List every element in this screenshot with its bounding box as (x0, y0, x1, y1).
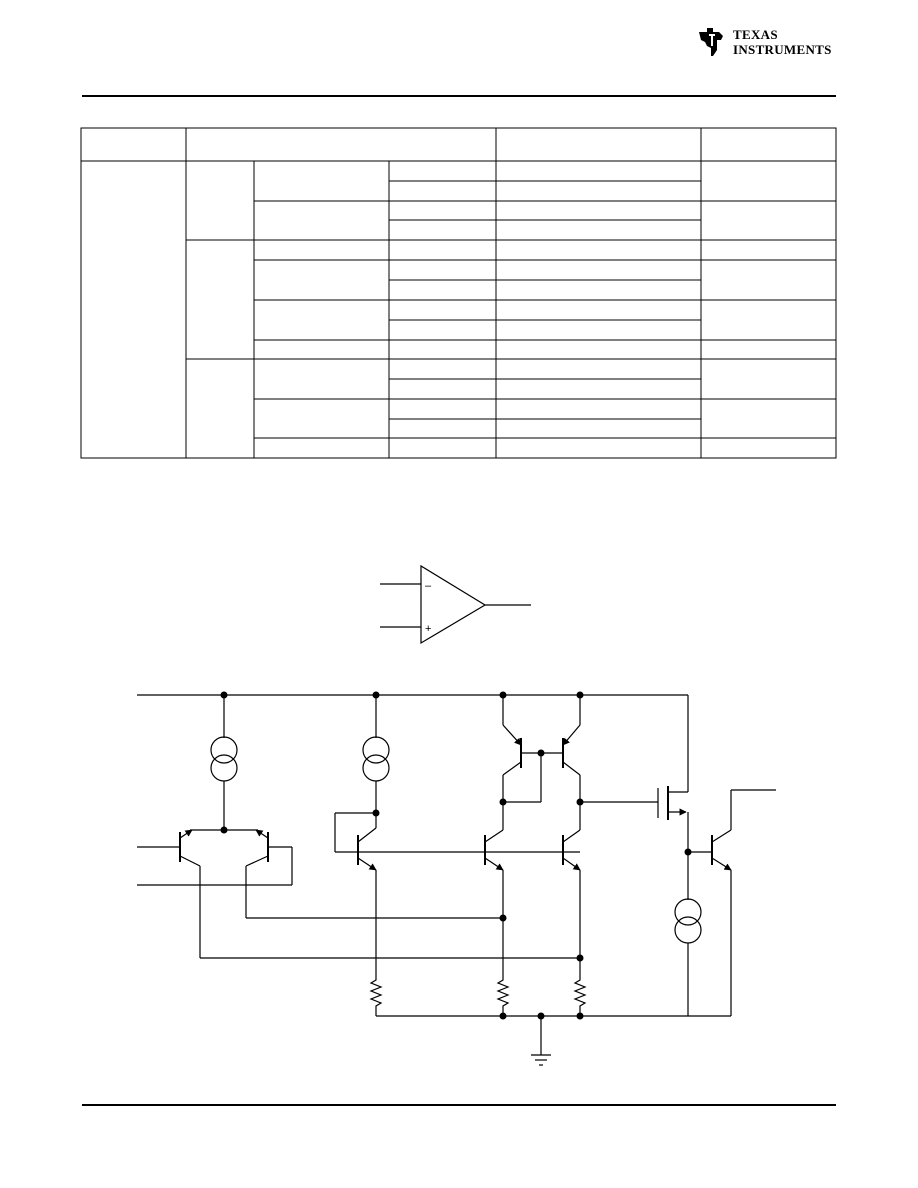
current-source-1-icon (210, 736, 238, 764)
ti-wordmark: TEXAS INSTRUMENTS (733, 27, 832, 57)
resistor-2 (496, 978, 510, 1016)
header-rule (82, 95, 836, 97)
ti-logo-icon (699, 28, 723, 56)
opamp-plus-label: + (425, 623, 431, 635)
current-source-3-icon (674, 898, 702, 926)
resistor-1 (369, 978, 383, 1016)
resistor-3 (573, 978, 587, 1016)
table-border (80, 127, 837, 459)
opamp-symbol: – + (380, 564, 531, 645)
ti-logo: TEXAS INSTRUMENTS (697, 24, 839, 60)
logo-line1: TEXAS (733, 27, 778, 42)
current-source-2-icon (362, 736, 390, 764)
footer-rule (82, 1104, 836, 1106)
spec-table (80, 127, 837, 459)
opamp-triangle (420, 564, 487, 645)
opamp-minus-label: – (425, 580, 432, 592)
logo-line2: INSTRUMENTS (733, 42, 832, 57)
